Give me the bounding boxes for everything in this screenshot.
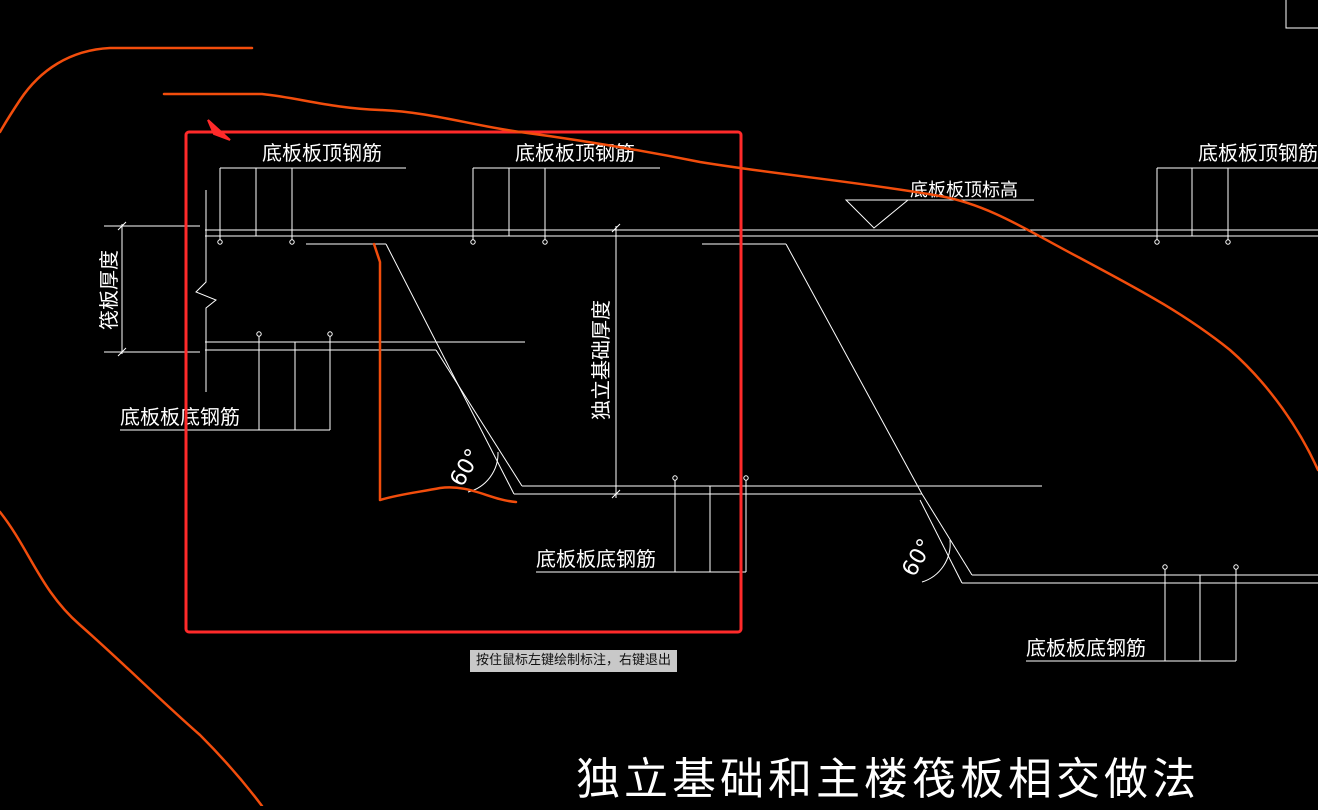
label-footing-thickness: 独立基础厚度 (589, 300, 613, 420)
label-top-rebar-1: 底板板顶钢筋 (262, 141, 382, 165)
label-bottom-rebar-1: 底板板底钢筋 (120, 405, 240, 429)
label-bottom-rebar-3: 底板板底钢筋 (1026, 636, 1146, 660)
rebar-dots (217, 239, 1239, 570)
drawing-linework (104, 0, 1318, 662)
drawing-title: 独立基础和主楼筏板相交做法 (576, 754, 1200, 805)
label-raft-thickness: 筏板厚度 (97, 250, 121, 330)
freehand-markup (0, 46, 1318, 808)
label-slab-top-elevation: 底板板顶标高 (910, 180, 1018, 201)
label-bottom-rebar-2: 底板板底钢筋 (536, 547, 656, 571)
label-angle-1: 60° (446, 445, 487, 491)
label-angle-2: 60° (898, 535, 939, 581)
selection-box (184, 130, 743, 634)
label-top-rebar-3: 底板板顶钢筋 (1198, 141, 1318, 165)
markup-arrow-icon (207, 119, 231, 141)
command-tooltip: 按住鼠标左键绘制标注，右键退出 (470, 650, 678, 672)
label-top-rebar-2: 底板板顶钢筋 (515, 141, 635, 165)
